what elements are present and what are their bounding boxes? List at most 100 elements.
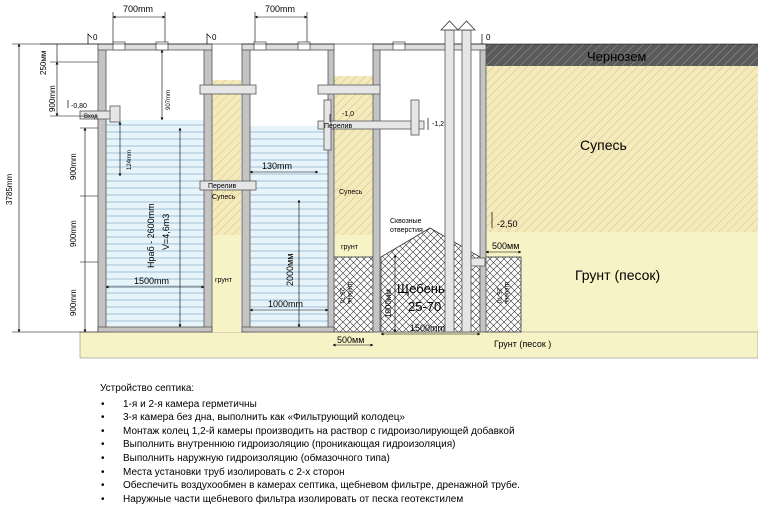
level-overflow-b: -1,2: [432, 121, 444, 128]
note-text: 1-я и 2-я камера герметичны: [123, 398, 257, 410]
gravel-right-label: Щебень: [503, 282, 509, 304]
soil-label-small-2: грунт: [341, 244, 359, 251]
level-outlet: -2,50: [497, 219, 518, 229]
soil-between-1-2: [209, 235, 241, 332]
dim-pipe-drop: 124mm: [127, 150, 133, 170]
chamber-1-left-wall: [97, 47, 107, 333]
note-item: • Выполнить наружную гидроизоляцию (обмаз…: [100, 452, 740, 466]
dim-top-section: 250мм: [39, 51, 48, 75]
gravel-right: [484, 256, 522, 333]
sand-label-big: Грунт (песок): [575, 267, 660, 283]
through-holes-label-2: отверстия: [390, 227, 423, 234]
level-zero-3: 0: [486, 33, 491, 42]
note-text: Выполнить наружную гидроизоляцию (обмазо…: [123, 452, 390, 464]
septic-notes: Устройство септика: • 1-я и 2-я камера ге…: [100, 382, 740, 506]
note-item: • Наружные части щебневого фильтра изолир…: [100, 493, 740, 506]
vent-pipe-2: [461, 29, 472, 333]
loam-layer: [485, 66, 758, 232]
sand-bottom-label: Грунт (песок ): [494, 339, 551, 349]
note-text: 3-я камера без дна, выполнить как «Фильт…: [123, 412, 405, 424]
note-item: • Монтаж колец 1,2-й камеры производить н…: [100, 425, 740, 439]
note-item: • 3-я камера без дна, выполнить как «Филь…: [100, 411, 740, 425]
level-zero-2: 0: [212, 33, 217, 42]
bullet-icon: •: [101, 412, 105, 424]
top-pipe-1: [199, 84, 257, 95]
note-text: Наружные части щебневого фильтра изолиро…: [123, 493, 464, 505]
gravel-right-fraction: 25-70: [495, 288, 501, 304]
overflow-pipe-1: [199, 180, 257, 191]
overflow-label-lower: Перелив: [208, 183, 236, 190]
dim-900-c: 900mm: [69, 220, 78, 247]
bullet-icon: •: [101, 425, 105, 437]
through-holes-label-1: Сквозные: [390, 218, 422, 225]
water-chamber-2: [250, 126, 328, 327]
bullet-icon: •: [101, 493, 105, 505]
black-soil-layer: [485, 44, 758, 66]
overflow-pipe-2-end: [410, 99, 420, 136]
loam-between-1-2: [209, 80, 241, 235]
note-item: • Обеспечить воздухообмен в камерах септи…: [100, 479, 740, 493]
bullet-icon: •: [101, 398, 105, 410]
dim-width-chamber-2: 700mm: [265, 4, 295, 14]
dim-900-a: 900mm: [48, 85, 57, 112]
note-text: Монтаж колец 1,2-й камеры производить на…: [123, 425, 515, 437]
bullet-icon: •: [101, 439, 105, 451]
dim-overflow-offset: 130mm: [262, 161, 292, 171]
note-item: • Выполнить внутреннюю гидроизоляцию (про…: [100, 438, 740, 452]
soil-label-small-1: грунт: [215, 277, 233, 284]
working-height-label: Нраб - 2600mm: [146, 203, 156, 268]
dim-chamber-1-width: 1500mm: [134, 276, 169, 286]
gravel-main-label: Щебень: [397, 281, 445, 296]
level-inlet: -0,80: [71, 103, 87, 110]
level-zero-1: 0: [93, 33, 98, 42]
gravel-left: [332, 256, 374, 333]
loam-label-small-2: Супесь: [339, 189, 363, 196]
overflow-pipe-2-v: [323, 99, 332, 151]
soil-between-2-3: [333, 235, 373, 257]
water-chamber-1: [106, 120, 204, 327]
inlet-pipe-label: Вход: [84, 114, 98, 120]
loam-label-small-1: Супесь: [212, 194, 236, 201]
loam-label-big: Супесь: [580, 137, 627, 153]
note-text: Обеспечить воздухообмен в камерах септик…: [123, 480, 520, 492]
working-volume-label: V=4,6m3: [161, 214, 171, 250]
dim-gravel-gap-bottom: 500мм: [337, 335, 364, 345]
dim-900-b: 900mm: [69, 153, 78, 180]
dim-neck-height: 907mm: [166, 90, 172, 110]
overflow-label-upper: Перелив: [324, 123, 352, 130]
notes-list: • 1-я и 2-я камера герметичны • 3-я камера …: [100, 398, 740, 506]
dim-chamber-2-height: 2000мм: [285, 254, 295, 286]
sand-bottom-layer: [79, 331, 758, 359]
bullet-icon: •: [101, 480, 105, 492]
dim-filter-height: 1000мм: [384, 289, 393, 318]
loam-between-2-3: [333, 76, 373, 235]
vent-pipe-1: [444, 29, 455, 333]
chamber-3-right-wall: [479, 47, 487, 333]
inlet-tee: [109, 105, 121, 123]
note-item: • Места установки труб изолировать с 2-х …: [100, 466, 740, 480]
dim-filter-width: 1500mm: [410, 323, 445, 333]
level-overflow-a: -1,0: [342, 111, 354, 118]
note-text: Выполнить внутреннюю гидроизоляцию (прон…: [123, 439, 456, 451]
dim-total-height: 3785mm: [5, 174, 14, 205]
bullet-icon: •: [101, 452, 105, 464]
dim-width-chamber-1: 700mm: [123, 4, 153, 14]
dim-900-d: 900mm: [69, 289, 78, 316]
chamber-1-bottom: [97, 326, 213, 333]
dim-chamber-2-width: 1000mm: [268, 299, 303, 309]
septic-diagram: 0 0 0 -0,80 -1,0 -1,2 -2,50 700mm 700mm …: [5, 4, 758, 359]
note-text: Места установки труб изолировать с 2-х с…: [123, 466, 345, 478]
overflow-pipe-2-h: [317, 120, 425, 130]
note-item: • 1-я и 2-я камера герметичны: [100, 398, 740, 412]
black-soil-label: Чернозем: [587, 49, 646, 64]
top-pipe-2: [317, 84, 381, 95]
bullet-icon: •: [101, 466, 105, 478]
sand-layer: [485, 232, 758, 332]
outlet-pipe: [470, 257, 486, 267]
dim-gravel-gap-right: 500мм: [492, 241, 519, 251]
chamber-2-bottom: [241, 326, 335, 333]
notes-title: Устройство септика:: [100, 383, 195, 394]
gravel-left-label: Щебень: [346, 282, 352, 304]
gravel-left-fraction: 25-70: [338, 288, 344, 304]
gravel-main-fraction: 25-70: [408, 299, 441, 314]
